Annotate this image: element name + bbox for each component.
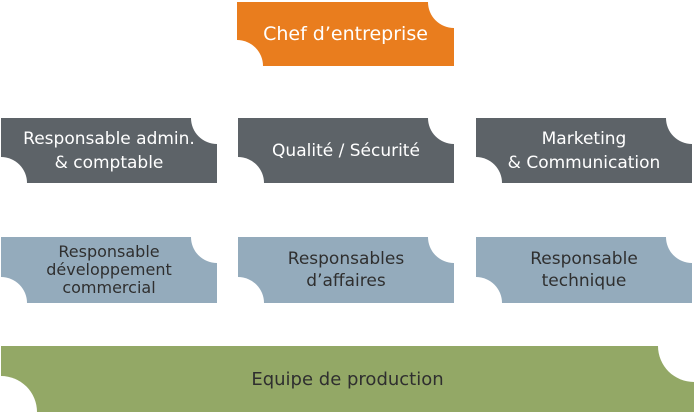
marketing-communication-label: Marketing & Communication (507, 128, 661, 173)
equipe-production-label: Equipe de production (251, 368, 444, 390)
developpement-commercial-label: Responsable développement commercial (46, 242, 172, 297)
developpement-commercial-box: Responsable développement commercial (1, 237, 217, 303)
chef-entreprise-label: Chef d’entreprise (263, 23, 428, 45)
qualite-securite-label: Qualité / Sécurité (272, 140, 420, 161)
admin-comptable-label: Responsable admin. & comptable (23, 128, 195, 173)
responsable-technique-label: Responsable technique (530, 249, 638, 291)
equipe-production-box: Equipe de production (1, 346, 694, 412)
marketing-communication-box: Marketing & Communication (476, 118, 692, 183)
chef-entreprise-box: Chef d’entreprise (237, 2, 454, 66)
responsables-affaires-box: Responsables d’affaires (238, 237, 454, 303)
admin-comptable-box: Responsable admin. & comptable (1, 118, 217, 183)
qualite-securite-box: Qualité / Sécurité (238, 118, 454, 183)
responsables-affaires-label: Responsables d’affaires (287, 249, 405, 291)
responsable-technique-box: Responsable technique (476, 237, 692, 303)
